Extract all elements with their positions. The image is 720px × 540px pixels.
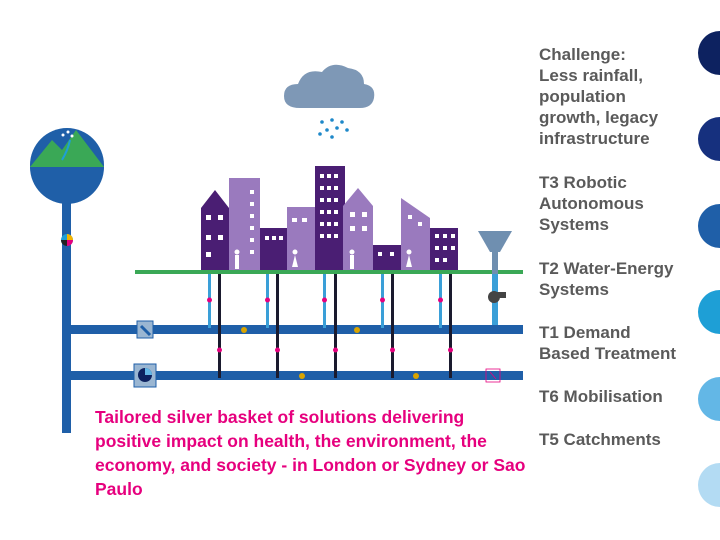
ground-line xyxy=(135,270,523,274)
legend-t1: T1 Demand Based Treatment xyxy=(539,323,676,363)
t6-dot xyxy=(698,377,720,421)
t5-dot xyxy=(698,463,720,507)
t1-dot xyxy=(698,290,720,334)
service-pipes xyxy=(207,274,453,378)
flow-dots xyxy=(241,327,419,379)
solutions-caption: Tailored silver basket of solutions deli… xyxy=(95,407,526,499)
legend-t6: T6 Mobilisation xyxy=(539,387,663,406)
t3-dot xyxy=(698,117,720,161)
valve-box-lower xyxy=(133,363,157,388)
main-vertical-pipe xyxy=(62,195,71,433)
legend-t2: T2 Water-Energy Systems xyxy=(539,259,674,299)
landscape-globe-icon xyxy=(30,128,104,204)
flow-meter-icon xyxy=(485,368,501,383)
legend-t3: T3 Robotic Autonomous Systems xyxy=(539,173,644,234)
legend-challenge: Challenge: Less rainfall, population gro… xyxy=(539,45,659,148)
water-intake-funnel-icon xyxy=(478,231,512,325)
sensor-icon xyxy=(61,234,73,246)
city-buildings xyxy=(201,166,458,270)
challenge-dot xyxy=(698,31,720,75)
valve-box-upper xyxy=(136,320,154,339)
t2-dot xyxy=(698,204,720,248)
legend-t5: T5 Catchments xyxy=(539,430,661,449)
pump-icon xyxy=(488,291,506,303)
upper-horizontal-pipe xyxy=(62,325,523,334)
rain-cloud-icon xyxy=(284,64,375,139)
lower-horizontal-pipe xyxy=(62,371,523,380)
people-icons xyxy=(234,249,412,269)
